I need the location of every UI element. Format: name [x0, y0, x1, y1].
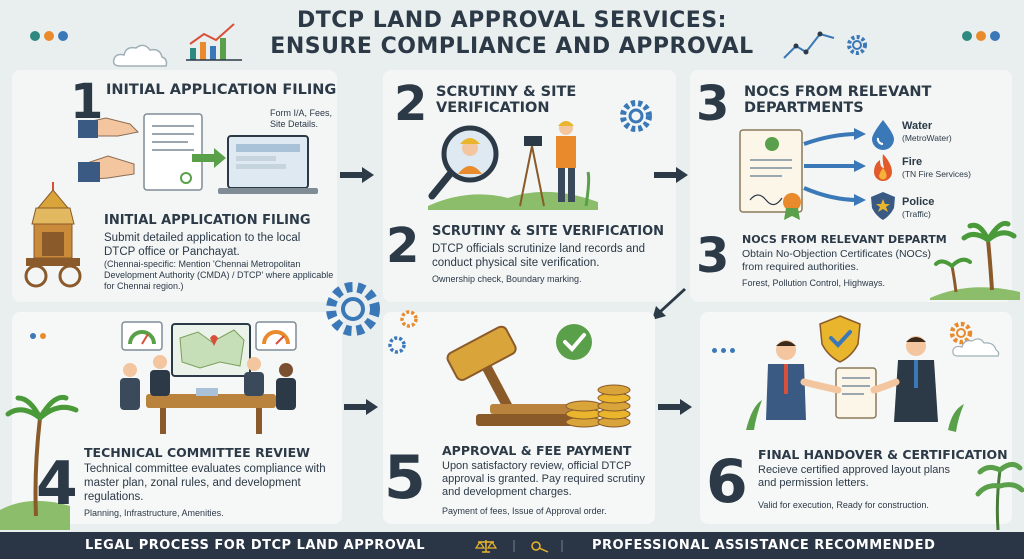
step-1-description: Submit detailed application to the local… [104, 232, 301, 258]
gear-icon [620, 100, 652, 132]
police-badge-icon [871, 192, 895, 220]
committee-meeting-illustration [120, 321, 297, 434]
step-6-extra: Valid for execution, Ready for construct… [758, 500, 929, 510]
gavel-icon [446, 325, 517, 381]
step-5-description: Upon satisfactory review, official DTCP … [442, 460, 645, 498]
palm-tree-icon [930, 220, 1020, 300]
footer-bar: LEGAL PROCESS FOR DTCP LAND APPROVAL PRO… [0, 532, 1024, 559]
arrow-right-icon [654, 167, 688, 183]
laptop-icon [227, 135, 309, 189]
water-drop-icon [872, 120, 894, 150]
step-1-heading: INITIAL APPLICATION FILING [104, 213, 311, 228]
plant-icon [975, 462, 1024, 530]
gear-icon [949, 321, 973, 345]
arrow-right-icon [340, 167, 374, 183]
decorative-dots-right [962, 28, 1004, 46]
title-line-1: DTCP LAND APPROVAL SERVICES: [297, 8, 727, 33]
step-1-header: INITIAL APPLICATION FILING [106, 82, 337, 98]
gear-icon [847, 35, 867, 55]
step-4-description: Technical committee evaluates compliance… [84, 463, 326, 503]
step-4-number: 4 [36, 449, 78, 519]
step-1-extra: (Chennai-specific: Mention 'Chennai Metr… [104, 259, 334, 291]
step-5-extra: Payment of fees, Issue of Approval order… [442, 506, 607, 516]
gear-icon [326, 282, 380, 336]
handover-illustration [746, 315, 964, 432]
key-icon [531, 541, 549, 553]
noc-police-sub: (Traffic) [902, 209, 931, 219]
bar-chart-icon [186, 23, 242, 61]
noc-water: Water (MetroWater) [902, 120, 952, 144]
palm-tree-icon [0, 394, 79, 530]
site-verification-illustration [428, 121, 598, 210]
gear-icon [388, 336, 406, 354]
step-3-number-top: 3 [696, 76, 730, 132]
gear-icon [400, 310, 418, 328]
noc-water-sub: (MetroWater) [902, 133, 952, 143]
step-4-extra: Planning, Infrastructure, Amenities. [84, 508, 224, 518]
decorative-dots [712, 340, 739, 358]
temple-cart-icon [24, 182, 82, 288]
step-3-heading: NOCs FROM RELEVANT DEPARTM [742, 233, 947, 246]
step-1-number-top: 1 [70, 74, 104, 130]
step-2-number-top: 2 [394, 76, 428, 132]
footer-icons [474, 540, 563, 553]
arrow-down-left-icon [652, 288, 686, 320]
decorative-dots [30, 326, 50, 344]
footer-right-text: PROFESSIONAL ASSISTANCE RECOMMENDED [592, 538, 936, 553]
page-title: DTCP LAND APPROVAL SERVICES: ENSURE COMP… [0, 8, 1024, 60]
noc-fire: Fire (TN Fire Services) [902, 156, 971, 180]
cloud-icon [112, 44, 168, 67]
footer-left-text: LEGAL PROCESS FOR DTCP LAND APPROVAL [85, 538, 425, 553]
step-6-number: 6 [706, 447, 748, 517]
cloud-icon [952, 338, 1000, 357]
scales-icon [474, 540, 498, 553]
step-3-description: Obtain No-Objection Certificates (NOCs) … [742, 248, 932, 273]
noc-police-label: Police [902, 196, 935, 208]
noc-water-label: Water [902, 120, 933, 132]
fire-icon [874, 154, 892, 181]
gavel-approval-illustration [446, 324, 631, 428]
step-5-number: 5 [384, 443, 426, 513]
title-line-2: ENSURE COMPLIANCE AND APPROVAL [270, 34, 754, 59]
step-2-description: DTCP officials scrutinize land records a… [432, 243, 646, 269]
step-2-heading: SCRUTINY & SITE VERIFICATION [432, 224, 665, 239]
certificate-icon [739, 129, 803, 213]
decorative-dots [30, 28, 72, 46]
step-6-heading: FINAL HANDOVER & CERTIFICATION [758, 447, 1008, 462]
step-2-header: SCRUTINY & SITE VERIFICATION [436, 84, 577, 117]
gauge-icon [255, 321, 297, 351]
noc-fire-label: Fire [902, 156, 923, 168]
step-5-heading: APPROVAL & FEE PAYMENT [442, 443, 632, 458]
check-circle-icon [556, 324, 592, 360]
step-6-description: Recieve certified approved layout plans … [758, 464, 951, 489]
arrow-right-icon [344, 399, 378, 415]
step-3-extra: Forest, Pollution Control, Highways. [742, 278, 886, 288]
application-filing-illustration [78, 113, 318, 194]
step-2-number: 2 [386, 218, 420, 274]
step-3-header: NOCS FROM RELEVANT DEPARTMENTS [744, 84, 932, 117]
noc-certificate-illustration [739, 128, 866, 220]
line-graph-icon [783, 31, 835, 59]
step-1-form-note: Form I/A, Fees, Site Details. [270, 108, 333, 129]
noc-fire-sub: (TN Fire Services) [902, 169, 971, 179]
shield-check-icon [819, 315, 861, 363]
noc-police: Police (Traffic) [902, 196, 934, 220]
gauge-icon [121, 321, 163, 351]
step-3-number: 3 [696, 228, 730, 284]
step-2-extra: Ownership check, Boundary marking. [432, 274, 582, 284]
step-4-heading: TECHNICAL COMMITTEE REVIEW [84, 445, 310, 460]
arrow-right-icon [658, 399, 692, 415]
